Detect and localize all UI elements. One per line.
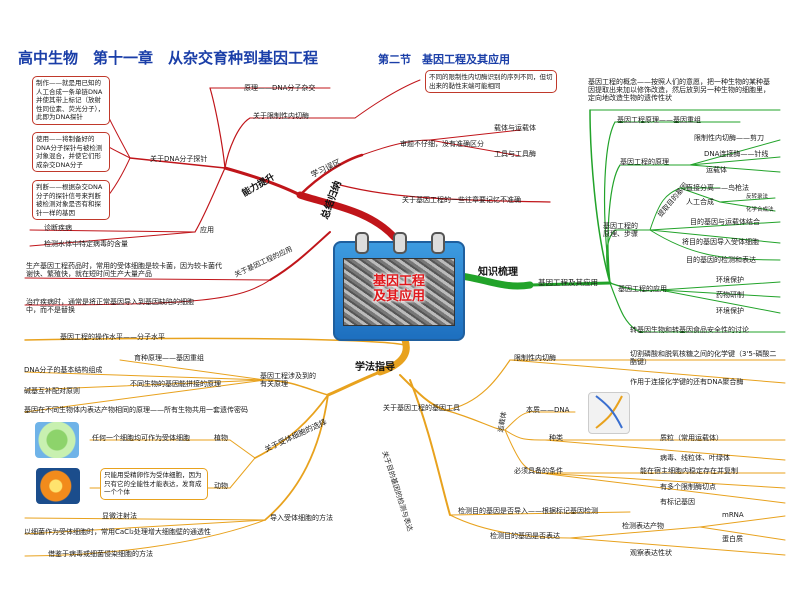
node-enzyme: 关于限制性内切酶 xyxy=(253,112,309,120)
node-r-common: 不同生物的基因能拼接的原理 xyxy=(130,380,221,388)
node-step3: 将目的基因导入受体细胞 xyxy=(682,238,759,246)
node-tool1: 限制性内切酶——剪刀 xyxy=(694,134,764,142)
animal-box: 只能用受精卵作为受体细胞，因为只有它的全能性才能表达，发育成一个个体 xyxy=(100,468,208,500)
dna-helix-icon xyxy=(595,395,623,429)
node-concept: 基因工程的概念——按照人们的意愿，把一种生物的某种基因提取出来加以修饰改造，然后… xyxy=(588,78,770,102)
node-kind1: 质粒（常用运载体） xyxy=(660,434,723,442)
node-review2: 关于基因工程的一些往章要记忆不准确 xyxy=(402,196,521,204)
probe-box-use: 使用——将制备好的DNA分子探针与被检测对象混合，并使它们形成杂交DNA分子 xyxy=(32,132,110,172)
node-cond2: 有多个限制酶切点 xyxy=(660,483,716,491)
node-tools: 基因工程的原理 xyxy=(620,158,669,166)
node-apps: 基因工程的应用 xyxy=(618,285,667,293)
node-essence: 本质——DNA xyxy=(526,406,570,414)
node-related: 基因工程涉及到的有关原理 xyxy=(260,372,316,388)
node-plant-text: 任何一个细胞均可作为受体细胞 xyxy=(92,434,190,442)
center-title: 基因工程 及其应用 xyxy=(372,274,425,304)
node-enzyme1: 切割磷酸和脱氧核糖之间的化学键（3'5-磷酸二酯键） xyxy=(630,350,777,366)
node-app3: 环境保护 xyxy=(716,307,744,315)
node-step-b2: 化学合成法 xyxy=(746,207,774,213)
plant-cell-image xyxy=(35,422,79,458)
node-cond1: 能在宿主细胞内稳定存在并复制 xyxy=(640,467,738,475)
node-review1b: 工具与工具酶 xyxy=(494,150,536,158)
node-detect2: 检测目的基因是否表达 xyxy=(490,532,560,540)
dna-helix-image xyxy=(588,392,630,434)
red-main-branch xyxy=(296,191,399,242)
node-introduce: 导入受体细胞的方法 xyxy=(270,514,333,522)
probe-box-make: 制作——就是用已知的人工合成一条单链DNA并使其带上标记（放射性同位素、荧光分子… xyxy=(32,76,110,125)
node-step-b1: 反转录法 xyxy=(746,194,769,200)
node-step4: 目的基因的检测和表达 xyxy=(686,256,756,264)
node-review1a: 载体与运载体 xyxy=(494,124,536,132)
node-kinds: 种类 xyxy=(549,434,563,442)
node-tools: 关于基因工程的基因工具 xyxy=(383,404,460,412)
binder-ring xyxy=(355,232,369,254)
node-app2: 检测水体中特定病毒的含量 xyxy=(44,240,128,248)
binder-ring xyxy=(431,232,445,254)
node-probe: 关于DNA分子探针 xyxy=(150,155,208,163)
node-intro2: 以细菌作为受体细胞时，常用CaCl₂处理增大细胞壁的通透性 xyxy=(24,528,211,536)
node-step-b: 人工合成 xyxy=(686,198,714,206)
node-r3: 碱基互补配对原则 xyxy=(24,387,80,395)
node-detect2d: 观察表达性状 xyxy=(630,549,672,557)
branch-knowledge: 知识梳理 xyxy=(478,267,518,278)
node-enzyme: 限制性内切酶 xyxy=(514,354,556,362)
node-conditions: 必须具备的条件 xyxy=(514,467,563,475)
node-app2: 药物研制 xyxy=(716,291,744,299)
page-title: 高中生物 第十一章 从杂交育种到基因工程 xyxy=(18,49,319,67)
node-review1: 审题不仔细，没有准确区分 xyxy=(400,140,484,148)
node-tool3: 运载体 xyxy=(706,166,727,174)
node-animal: 动物 xyxy=(214,482,228,490)
node-detect2a: 检测表达产物 xyxy=(622,522,664,530)
probe-box-judge: 判断——根据杂交DNA分子的探针信号来判断被检测对象是否有和探针一样的基因 xyxy=(32,180,110,220)
node-apps-label: 基因工程及其应用 xyxy=(538,278,598,287)
node-gene-drug: 生产基因工程药品时，常用的受体细胞是较卡菌，因为较卡菌代谢快、繁殖快，就在短时间… xyxy=(26,262,222,278)
node-safety: 转基因生物和转基因食品安全性的讨论 xyxy=(630,326,749,334)
node-intro3: 借鉴于病毒或细菌侵染细胞的方法 xyxy=(48,550,153,558)
node-detect2b: mRNA xyxy=(722,511,744,519)
node-r2: DNA分子的基本结构组成 xyxy=(24,366,103,374)
fertilized-egg-image xyxy=(36,468,80,504)
node-plant: 植物 xyxy=(214,434,228,442)
node-r4: 基因在不同生物体内表达产物相同的原理——所有生物共用一套遗传密码 xyxy=(24,406,248,414)
page-subtitle: 第二节 基因工程及其应用 xyxy=(378,53,510,66)
node-step2: 目的基因与运载体结合 xyxy=(690,218,760,226)
node-steps: 基因工程的原理、步骤 xyxy=(603,222,638,238)
orange-main-branch xyxy=(376,336,410,376)
node-gene-therapy: 治疗疾病时，通常是将正常基因导入到基因缺陷的细胞中，而不是替换 xyxy=(26,298,194,314)
node-probe-principle: 原理——DNA分子杂交 xyxy=(244,84,316,92)
enzyme-box: 不同的限制性内切酶识别的序列不同，但切出来的黏性末端可能相同 xyxy=(425,70,557,93)
binder-ring xyxy=(393,232,407,254)
node-r1: 育种原理——基因重组 xyxy=(134,354,204,362)
center-topic: 基因工程 及其应用 xyxy=(333,232,465,341)
node-app: 应用 xyxy=(200,226,214,234)
node-kind2: 病毒、线粒体、叶绿体 xyxy=(660,454,730,462)
node-cond3: 有标记基因 xyxy=(660,498,695,506)
branch-method: 学法指导 xyxy=(355,362,395,373)
node-principle: 基因工程原理——基因重组 xyxy=(617,116,701,124)
node-app1: 环境保护 xyxy=(716,276,744,284)
node-intro1: 显微注射法 xyxy=(102,512,137,520)
node-tool2: DNA连接酶——针线 xyxy=(704,150,769,158)
microscope-photo xyxy=(343,258,455,326)
node-step-a: 直接分离——鸟枪法 xyxy=(686,184,749,192)
node-detect2c: 蛋白质 xyxy=(722,535,743,543)
node-level: 基因工程的操作水平——分子水平 xyxy=(60,333,165,341)
node-detect1: 检测目的基因是否导入——根据标记基因检测 xyxy=(458,507,598,515)
node-enzyme2: 作用于连接化学键的还有DNA聚合酶 xyxy=(630,378,744,386)
node-app1: 诊断疾病 xyxy=(44,224,72,232)
